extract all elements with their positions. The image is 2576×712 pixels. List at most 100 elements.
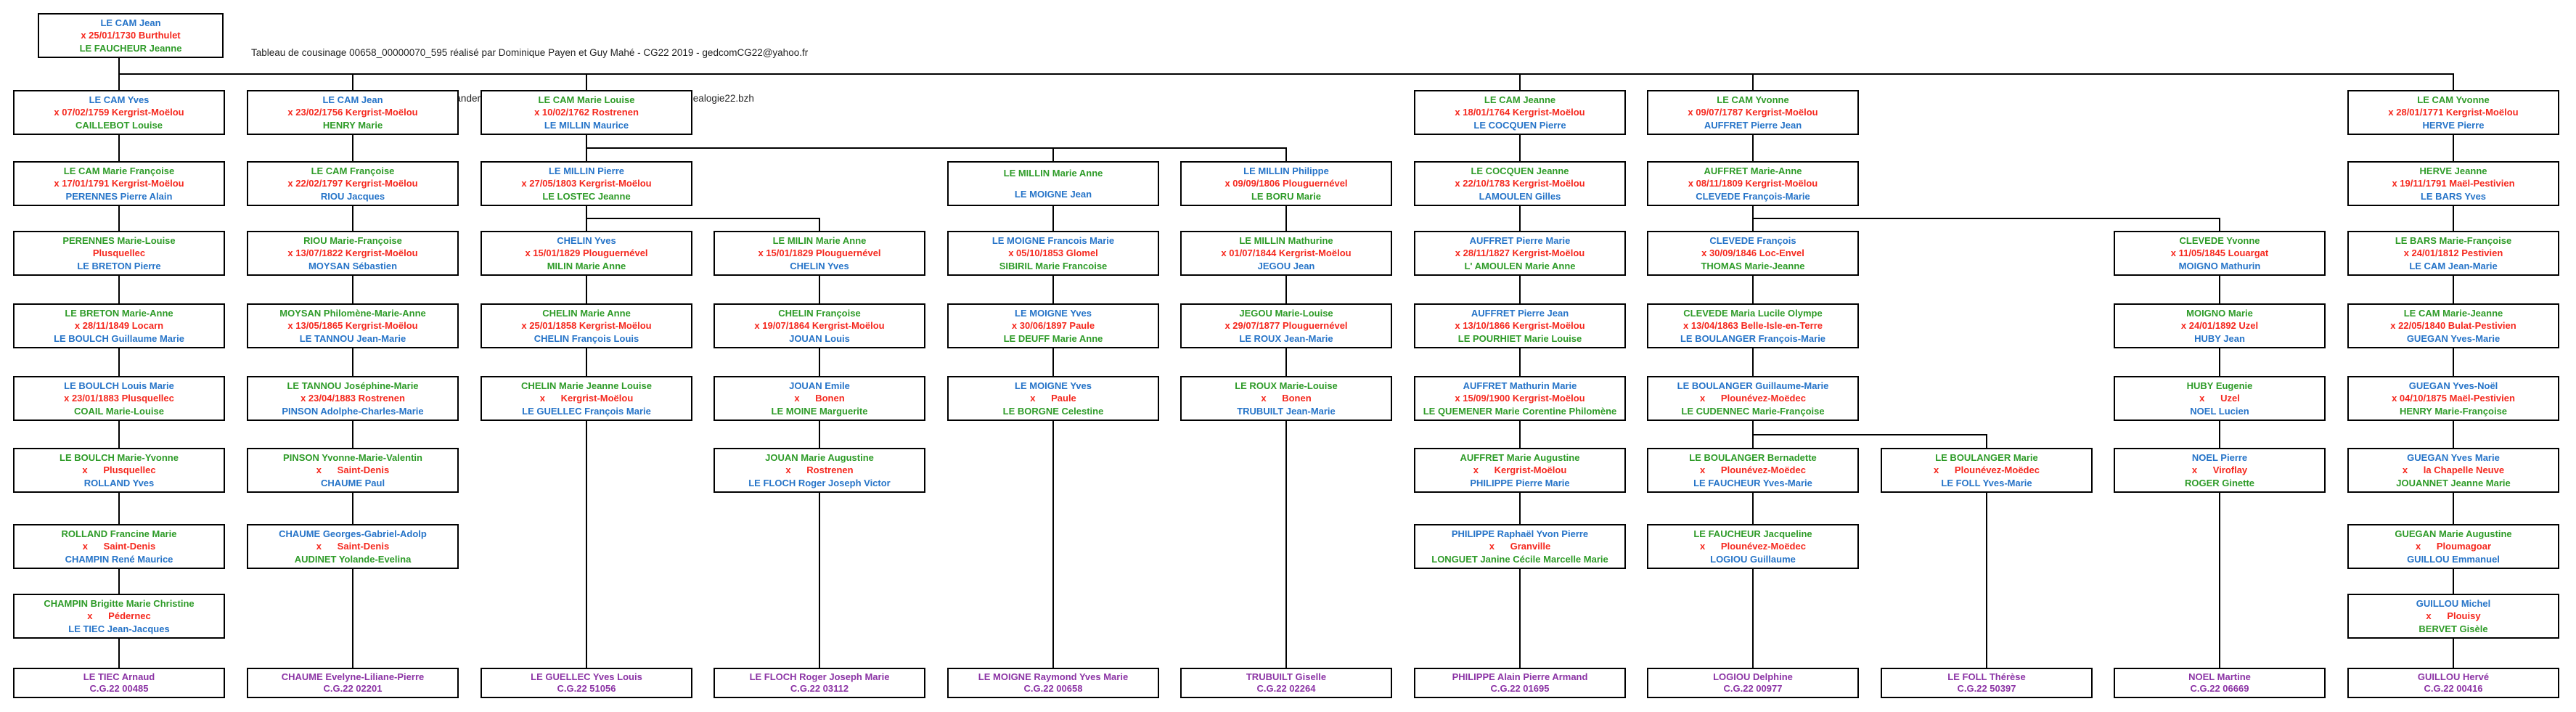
spouse-name: MILIN Marie Anne bbox=[547, 260, 626, 271]
person-name: LE CAM Yves bbox=[89, 94, 150, 106]
spouse-name: LE ROUX Jean-Marie bbox=[1239, 332, 1333, 344]
person-name: LE MOIGNE Yves bbox=[1015, 380, 1092, 392]
person-name: LE ROUX Marie-Louise bbox=[1235, 380, 1338, 392]
spouse-name: HERVE Pierre bbox=[2422, 119, 2485, 131]
contributor-id: C.G.22 06669 bbox=[2190, 683, 2249, 694]
connector-line bbox=[2453, 493, 2454, 524]
spouse-name: LE FAUCHEUR Jeanne bbox=[79, 42, 182, 54]
person-name: CHELIN Marie Jeanne Louise bbox=[521, 380, 652, 392]
connector-line bbox=[586, 421, 587, 668]
connector-line bbox=[118, 58, 120, 74]
spouse-name: ROLLAND Yves bbox=[83, 477, 155, 488]
spouse-name: PERENNES Pierre Alain bbox=[65, 190, 173, 202]
marriage-info: x 11/05/1845 Louargat bbox=[2170, 247, 2269, 259]
person-name: NOEL Pierre bbox=[2191, 452, 2248, 464]
spouse-name: LE BOULCH Guillaume Marie bbox=[54, 332, 184, 344]
person-name: LE CAM Marie-Jeanne bbox=[2403, 308, 2503, 319]
person-name: LE CAM Marie Louise bbox=[538, 94, 635, 106]
contributor-id: C.G.22 00416 bbox=[2424, 683, 2483, 694]
connector-line bbox=[1752, 206, 1754, 218]
contributor-id: C.G.22 01695 bbox=[1490, 683, 1550, 694]
contributor-id: C.G.22 51056 bbox=[557, 683, 616, 694]
spouse-name: LE MOIGNE Jean bbox=[1014, 189, 1092, 200]
spouse-name: SIBIRIL Marie Francoise bbox=[999, 260, 1108, 271]
person-name: PHILIPPE Raphaël Yvon Pierre bbox=[1451, 528, 1589, 540]
contributor-name: LE FOLL Thérèse bbox=[1947, 671, 2026, 682]
connector-line bbox=[118, 206, 120, 231]
person-name: LE BRETON Marie-Anne bbox=[65, 308, 173, 319]
marriage-info: x 13/04/1863 Belle-Isle-en-Terre bbox=[1683, 320, 1823, 332]
spouse-name: GUILLOU Emmanuel bbox=[2407, 553, 2500, 565]
connector-line bbox=[1052, 421, 1054, 668]
person-name: LE MOIGNE Yves bbox=[1015, 308, 1092, 319]
connector-line bbox=[1519, 135, 1521, 161]
spouse-name: LE TIEC Jean-Jacques bbox=[68, 623, 170, 634]
person-name: CHELIN Marie Anne bbox=[542, 308, 631, 319]
marriage-info: x 29/07/1877 Plouguernével bbox=[1224, 320, 1348, 332]
marriage-info: x 07/02/1759 Kergrist-Moëlou bbox=[54, 107, 184, 118]
person-name: CLEVEDE François bbox=[1709, 235, 1796, 247]
contributor-name: LE GUELLEC Yves Louis bbox=[531, 671, 642, 682]
spouse-name: PINSON Adolphe-Charles-Marie bbox=[282, 405, 424, 417]
connector-line bbox=[352, 493, 353, 524]
person-name: CLEVEDE Yvonne bbox=[2179, 235, 2260, 247]
contributor-name: CHAUME Evelyne-Liliane-Pierre bbox=[281, 671, 425, 682]
marriage-info: x 22/10/1783 Kergrist-Moëlou bbox=[1455, 178, 1585, 189]
connector-line bbox=[586, 206, 587, 218]
spouse-name: CAILLEBOT Louise bbox=[75, 119, 163, 131]
spouse-name: AUFFRET Pierre Jean bbox=[1704, 119, 1802, 131]
marriage-info: x Saint-Denis bbox=[316, 541, 390, 552]
spouse-name: CHELIN Yves bbox=[790, 260, 849, 271]
connector-line bbox=[352, 135, 353, 161]
marriage-info: x 19/07/1864 Kergrist-Moëlou bbox=[754, 320, 885, 332]
spouse-name: LE BORU Marie bbox=[1251, 190, 1322, 202]
person-name: HUBY Eugenie bbox=[2186, 380, 2253, 392]
marriage-info: x 18/01/1764 Kergrist-Moëlou bbox=[1455, 107, 1585, 118]
person-name: LE BOULANGER Bernadette bbox=[1689, 452, 1817, 464]
marriage-info: x Rostrenen bbox=[785, 465, 854, 476]
connector-line bbox=[2219, 348, 2220, 376]
connector-line bbox=[586, 218, 587, 231]
spouse-name: HUBY Jean bbox=[2194, 332, 2245, 344]
marriage-info: x Plouisy bbox=[2426, 610, 2481, 622]
marriage-info: x 19/11/1791 Maël-Pestivien bbox=[2392, 178, 2515, 189]
person-name: AUFFRET Marie Augustine bbox=[1460, 452, 1580, 464]
connector-line bbox=[1052, 276, 1054, 303]
connector-line bbox=[2453, 206, 2454, 231]
marriage-info: x 24/01/1812 Pestivien bbox=[2403, 247, 2503, 259]
marriage-info: x 10/02/1762 Rostrenen bbox=[534, 107, 639, 118]
person-name: LE CAM Jeanne bbox=[1484, 94, 1556, 106]
marriage-info: x 15/09/1900 Kergrist-Moëlou bbox=[1455, 393, 1585, 404]
marriage-info: x Kergrist-Moëlou bbox=[539, 393, 634, 404]
marriage-info: x Plusquellec bbox=[82, 465, 156, 476]
person-name: JOUAN Marie Augustine bbox=[765, 452, 874, 464]
connector-line bbox=[2219, 421, 2220, 448]
person-name: LE FAUCHEUR Jacqueline bbox=[1693, 528, 1812, 540]
connector-line bbox=[118, 276, 120, 303]
connector-line bbox=[819, 421, 820, 448]
marriage-info: x 22/05/1840 Bulat-Pestivien bbox=[2390, 320, 2516, 332]
person-name: LE MILLIN Mathurine bbox=[1239, 235, 1333, 247]
